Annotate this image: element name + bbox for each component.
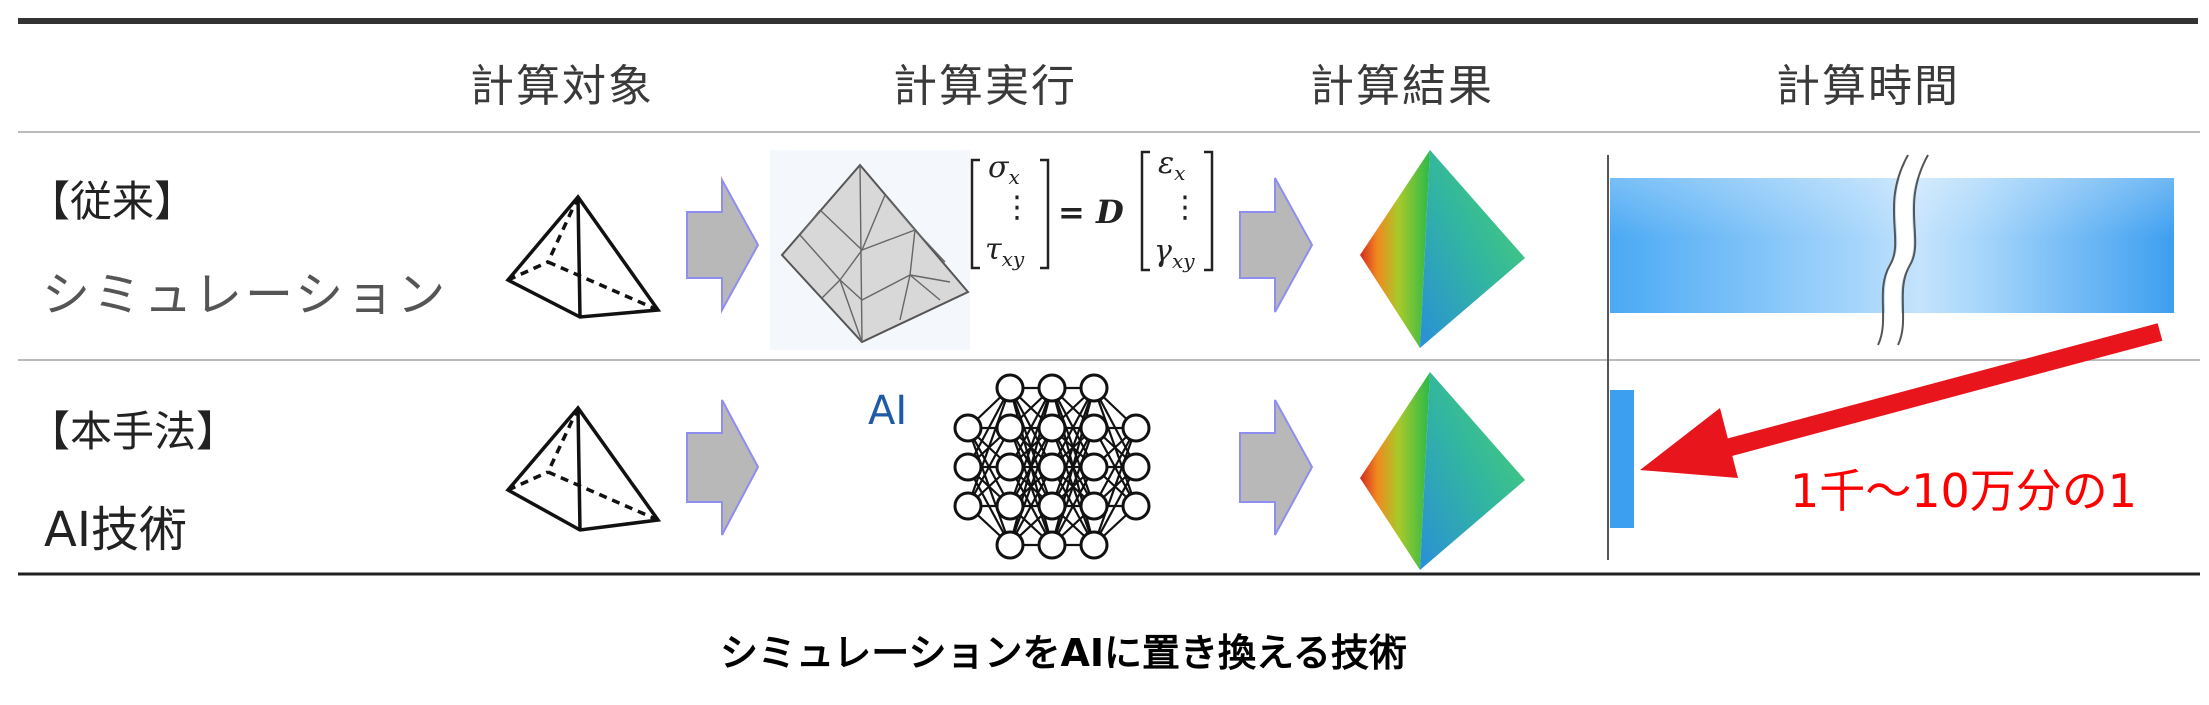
- nn-node: [1037, 452, 1067, 482]
- figure-caption: シミュレーションをAIに置き換える技術: [720, 631, 1407, 675]
- nn-edge: [1009, 466, 1053, 546]
- nn-node: [1037, 530, 1067, 560]
- top-rule: [18, 18, 2198, 24]
- nn-node: [995, 373, 1025, 403]
- reduction-arrow-icon: [1640, 323, 2163, 478]
- time-bar-conventional: [1610, 151, 2174, 349]
- neural-network-icon: [953, 373, 1151, 560]
- eq-lhs-top: σx: [988, 150, 1020, 189]
- nn-node: [995, 413, 1025, 443]
- nn-node: [1037, 413, 1067, 443]
- nn-node: [995, 530, 1025, 560]
- nn-node: [1079, 413, 1109, 443]
- nn-edge: [1009, 387, 1053, 468]
- row-tag-conventional: 【従来】: [28, 177, 197, 226]
- nn-node: [1037, 373, 1067, 403]
- header-result: 計算結果: [1310, 61, 1494, 112]
- nn-node: [1079, 452, 1109, 482]
- mesh-pyramid-icon: [770, 150, 970, 350]
- process-arrow-icon-1: [686, 176, 760, 314]
- nn-edge: [967, 387, 1011, 468]
- nn-edge: [1008, 387, 1054, 507]
- nn-node: [1121, 413, 1151, 443]
- nn-edge: [1051, 466, 1095, 546]
- nn-node: [1121, 452, 1151, 482]
- process-arrow-icon-3: [686, 399, 760, 536]
- process-arrow-icon-2: [1239, 177, 1314, 313]
- row-name-conventional: シミュレーション: [42, 267, 449, 323]
- result-pyramid-icon-2: [1360, 372, 1525, 570]
- row-name-proposed: AI技術: [44, 502, 187, 558]
- eq-operator: = D: [1058, 193, 1124, 231]
- nn-node: [1079, 530, 1109, 560]
- nn-node: [953, 413, 983, 443]
- equation-brackets: [970, 150, 1214, 272]
- eq-rhs-dots: ⋮: [1170, 190, 1200, 225]
- nn-node: [995, 491, 1025, 521]
- nn-node: [1079, 491, 1109, 521]
- nn-node: [1037, 491, 1067, 521]
- process-arrow-icon-4: [1239, 399, 1314, 536]
- nn-edge: [967, 427, 1011, 507]
- nn-edge: [1093, 466, 1137, 546]
- row-tag-proposed: 【本手法】: [28, 407, 239, 456]
- time-bar-proposed: [1610, 390, 1634, 528]
- nn-edge: [1008, 387, 1054, 546]
- nn-node: [953, 452, 983, 482]
- nn-edge: [1051, 387, 1095, 468]
- nn-edge: [966, 387, 1012, 507]
- nn-node: [1079, 373, 1109, 403]
- ai-exec-label: AI: [868, 388, 908, 434]
- nn-edge: [1050, 387, 1096, 546]
- eq-rhs-top: εx: [1158, 146, 1186, 185]
- eq-lhs-dots: ⋮: [1002, 190, 1032, 225]
- nn-edge: [1050, 387, 1096, 507]
- pyramid-wireframe-icon-1: [505, 194, 662, 319]
- header-execution: 計算実行: [893, 61, 1077, 112]
- pyramid-wireframe-icon-2: [505, 405, 662, 532]
- eq-rhs-bottom: γxy: [1154, 234, 1195, 273]
- nn-node: [1121, 491, 1151, 521]
- nn-edge: [1050, 427, 1096, 546]
- header-target: 計算対象: [470, 61, 654, 112]
- reduction-label: 1千～10万分の1: [1790, 464, 2138, 518]
- nn-node: [995, 452, 1025, 482]
- result-pyramid-icon-1: [1360, 150, 1525, 348]
- nn-edge: [1092, 427, 1138, 546]
- header-time: 計算時間: [1776, 61, 1960, 112]
- nn-edge: [1093, 427, 1137, 507]
- eq-lhs-bottom: τxy: [985, 232, 1025, 271]
- nn-edge: [1008, 427, 1054, 546]
- nn-node: [953, 491, 983, 521]
